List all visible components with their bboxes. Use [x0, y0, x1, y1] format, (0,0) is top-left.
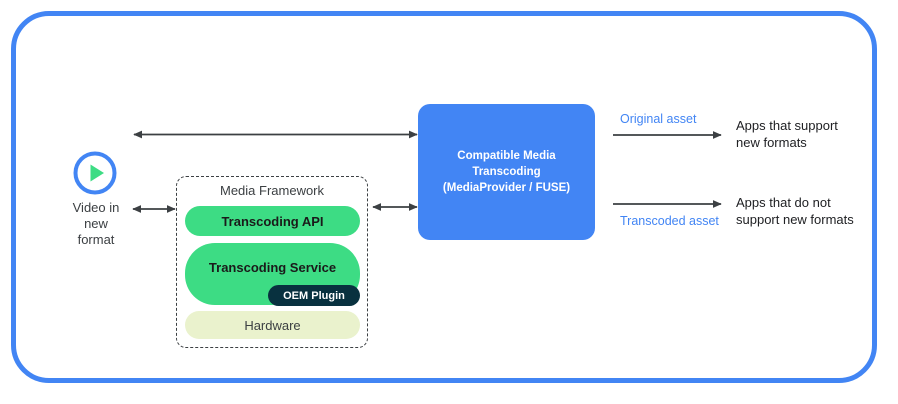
compatible-media-transcoding-box: Compatible Media Transcoding (MediaProvi… — [418, 104, 595, 240]
hardware-block: Hardware — [185, 311, 360, 339]
video-caption-line-1: Video in — [72, 200, 120, 215]
nonsupporting-apps-line-1: Apps that do not — [736, 195, 831, 210]
media-framework-title: Media Framework — [219, 183, 325, 198]
original-asset-label: Original asset — [620, 112, 697, 126]
supporting-apps-caption: Apps that support new formats — [736, 117, 838, 151]
outer-frame-border — [11, 11, 877, 383]
cmt-line-2: Transcoding — [472, 166, 541, 178]
transcoded-asset-label: Transcoded asset — [620, 214, 719, 228]
nonsupporting-apps-line-2: support new formats — [736, 212, 854, 227]
play-circle-icon — [72, 150, 118, 196]
supporting-apps-line-1: Apps that support — [736, 118, 838, 133]
video-caption-line-2: new — [84, 216, 108, 231]
nonsupporting-apps-caption: Apps that do not support new formats — [736, 194, 854, 228]
transcoding-api-block: Transcoding API — [185, 206, 360, 236]
oem-plugin-block: OEM Plugin — [268, 285, 360, 306]
supporting-apps-line-2: new formats — [736, 135, 807, 150]
cmt-line-1: Compatible Media — [457, 150, 556, 162]
video-caption-line-3: format — [77, 232, 115, 247]
cmt-line-3: (MediaProvider / FUSE) — [442, 182, 571, 194]
video-source-caption: Video in new format — [50, 200, 142, 248]
